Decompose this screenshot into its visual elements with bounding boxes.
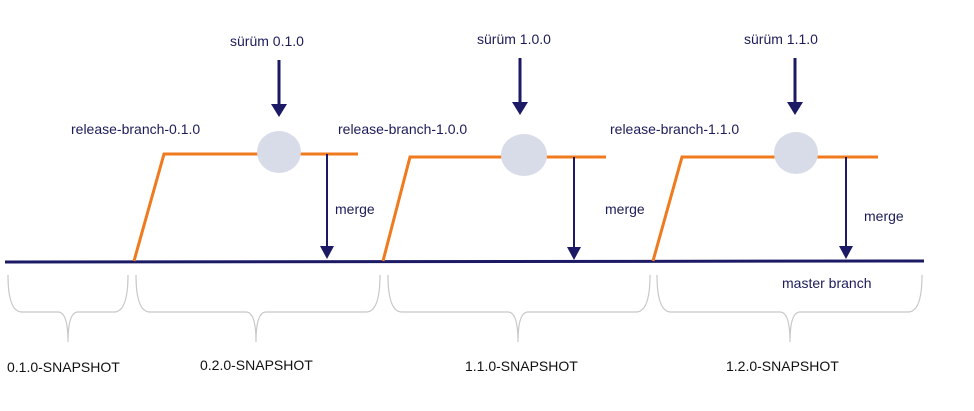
branch-label: release-branch-1.0.0 [338,121,467,137]
version-label: sürüm 1.0.0 [477,31,551,47]
arrowhead-icon [320,246,334,259]
version-dot [501,134,547,176]
branch-label: release-branch-1.1.0 [610,121,739,137]
release-branch-1-0-0: sürüm 1.0.0 release-branch-1.0.0 merge [338,31,645,262]
arrowhead-icon [787,102,803,115]
release-branch-line [381,155,606,262]
snapshot-label: 0.2.0-SNAPSHOT [200,357,313,373]
release-branch-0-1-0: sürüm 0.1.0 release-branch-0.1.0 merge [71,33,375,262]
version-dot [774,132,818,174]
version-dot [257,131,301,173]
snapshot-label: 0.1.0-SNAPSHOT [7,359,120,375]
version-label: sürüm 1.1.0 [744,31,818,47]
arrowhead-icon [567,247,581,260]
release-branch-1-1-0: sürüm 1.1.0 release-branch-1.1.0 merge [610,31,904,262]
release-branch-line [651,155,878,262]
arrowhead-icon [839,246,853,259]
version-label: sürüm 0.1.0 [230,33,304,49]
snapshot-brace [656,274,923,343]
snapshot-brace [387,274,651,343]
merge-label: merge [864,208,904,224]
merge-label: merge [605,201,645,217]
branch-label: release-branch-0.1.0 [71,121,200,137]
snapshot-label: 1.2.0-SNAPSHOT [726,358,839,374]
snapshot-brace [7,274,129,343]
arrowhead-icon [512,102,528,115]
master-branch-label: master branch [782,275,871,291]
arrowhead-icon [271,104,287,117]
snapshot-brace [135,274,381,343]
release-branch-line [132,152,358,262]
merge-label: merge [335,201,375,217]
master-branch-line [4,259,925,264]
snapshot-label: 1.1.0-SNAPSHOT [465,358,578,374]
